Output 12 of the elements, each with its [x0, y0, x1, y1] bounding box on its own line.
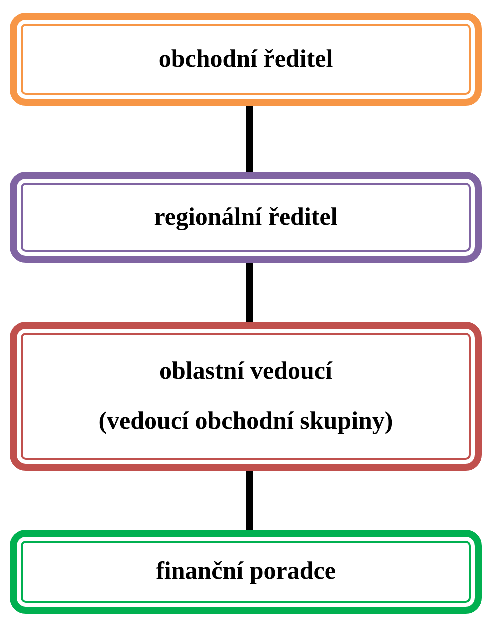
- role-box: [10, 172, 482, 263]
- connector-line: [246, 471, 254, 530]
- role-title: (vedoucí obchodní skupiny): [98, 408, 394, 436]
- role-title: finanční poradce: [156, 558, 336, 586]
- role-box: [10, 530, 482, 614]
- role-box: [10, 322, 482, 471]
- connector-line: [246, 263, 254, 322]
- role-title: obchodní ředitel: [158, 46, 334, 74]
- connector-line: [246, 106, 254, 172]
- role-title: regionální ředitel: [154, 204, 338, 232]
- role-title: oblastní vedoucí: [160, 358, 332, 386]
- role-box: [10, 13, 482, 106]
